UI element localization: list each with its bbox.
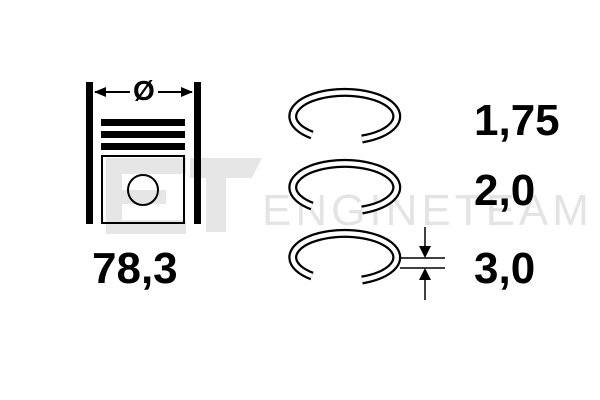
ring-2-thickness: 2,0 bbox=[474, 166, 536, 215]
ring-1-icon bbox=[293, 92, 397, 139]
ring-1-thickness: 1,75 bbox=[474, 96, 560, 145]
piston-pin-icon bbox=[127, 174, 159, 206]
arrow-up-icon bbox=[419, 268, 431, 280]
piston-diameter-value: 78,3 bbox=[92, 244, 178, 293]
ring-3-icon bbox=[293, 233, 397, 280]
arrow-right-icon bbox=[181, 87, 193, 97]
ring-2-icon bbox=[293, 163, 397, 210]
watermark-text: ENGINETEAM bbox=[262, 186, 593, 235]
diameter-symbol: Ø bbox=[131, 75, 157, 106]
piston-left-bar bbox=[86, 82, 93, 224]
arrow-down-icon bbox=[419, 246, 431, 258]
piston-right-bar bbox=[194, 82, 201, 224]
ring-3-thickness: 3,0 bbox=[474, 244, 536, 293]
arrow-left-icon bbox=[94, 87, 106, 97]
